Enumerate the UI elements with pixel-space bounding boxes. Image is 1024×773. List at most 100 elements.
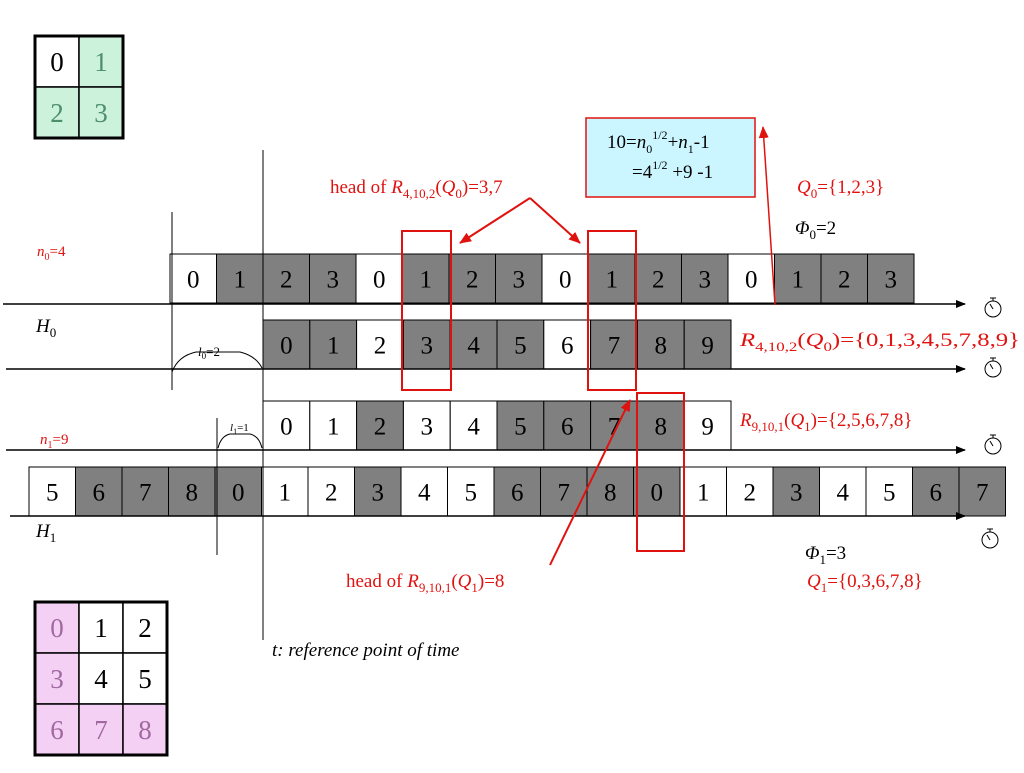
- seq-r4-cell: 4: [449, 319, 498, 370]
- grid-q1-cell-label: 7: [94, 715, 108, 745]
- seq-h1-cell: 7: [540, 466, 588, 517]
- seq-h1-cell: 7: [121, 466, 169, 517]
- formula-box: [585, 117, 756, 198]
- seq-h0-cell-box: [867, 253, 915, 304]
- seq-r4-cell-label: 8: [655, 332, 668, 359]
- grid-q0-frame: [33, 34, 125, 140]
- q0-set-label: Q0={1,2,3}: [797, 177, 884, 201]
- seq-r9-cell-label: 6: [561, 413, 574, 440]
- seq-h0-cell: 1: [216, 253, 264, 304]
- seq-h0-cell-box: [216, 253, 264, 304]
- grid-q0-cell: 0: [34, 35, 80, 88]
- seq-r4-cell-label: 2: [374, 332, 387, 359]
- grid-q0-cell-label: 3: [94, 98, 108, 128]
- seq-h1-cell-box: [540, 466, 588, 517]
- seq-h1-cell: 4: [400, 466, 448, 517]
- seq-r9-cell-label: 4: [467, 413, 480, 440]
- head-r9-arrow: [549, 399, 631, 566]
- grid-q1-cell: 1: [78, 601, 124, 654]
- grid-q1-cell-label: 1: [94, 613, 108, 643]
- seq-r4-cell-box: [402, 319, 451, 370]
- seq-h1-cell-label: 5: [883, 479, 896, 506]
- seq-h0-cell-label: 1: [234, 266, 247, 293]
- seq-h0-cell-box: [495, 253, 543, 304]
- seq-h0-cell-box: [355, 253, 403, 304]
- seq-h1-cell-label: 3: [372, 479, 385, 506]
- reference-time-label: t: reference point of time: [272, 640, 459, 661]
- seq-h1-cell: 2: [726, 466, 774, 517]
- grid-q1-cell: 0: [34, 601, 80, 654]
- seq-r9-cell: 5: [496, 400, 545, 451]
- seq-h0-cell-label: 0: [187, 266, 200, 293]
- seq-h1-cell-label: 0: [651, 479, 664, 506]
- seq-r9-cell-box: [309, 400, 358, 451]
- seq-r4-cell-label: 1: [327, 332, 340, 359]
- seq-h0-cell-box: [169, 253, 217, 304]
- head-r4-highlight-b: [587, 230, 637, 391]
- seq-h1-cell-label: 8: [604, 479, 617, 506]
- seq-h1-cell-box: [958, 466, 1006, 517]
- seq-h0-cell-box: [681, 253, 729, 304]
- r9-set-label: R9,10,1(Q1)={2,5,6,7,8}: [739, 410, 912, 434]
- seq-h1-cell: 6: [493, 466, 541, 517]
- head-r9-highlight: [636, 392, 685, 552]
- seq-r9-cell-box: [356, 400, 404, 451]
- seq-r4-cell-label: 6: [561, 332, 574, 359]
- grid-q1-frame: [33, 600, 169, 757]
- seq-h1-cell-label: 7: [976, 479, 989, 506]
- seq-h1-cell-box: [261, 466, 309, 517]
- grid-q0-cell-label: 1: [94, 47, 108, 77]
- seq-r4-cell-box: [449, 319, 498, 370]
- grid-q1-cell-label: 5: [138, 664, 152, 694]
- seq-h0-cell: 1: [402, 253, 450, 304]
- seq-h1-cell-box: [307, 466, 355, 517]
- seq-r9-cell: 1: [309, 400, 358, 451]
- head-r4-highlight-a: [401, 230, 452, 391]
- head-r4-label: head of R4,10,2(Q0)=3,7: [330, 177, 503, 201]
- grid-q1-cell-box: [34, 601, 80, 654]
- seq-h1-cell: 2: [307, 466, 355, 517]
- seq-r9-cell: 0: [262, 400, 311, 451]
- seq-r9-cell-label: 3: [421, 413, 434, 440]
- seq-h0-cell: 1: [774, 253, 822, 304]
- stopwatch-icon: [984, 357, 1002, 378]
- seq-h1-cell: 7: [958, 466, 1006, 517]
- seq-r4-cell-label: 0: [280, 332, 293, 359]
- stopwatch-icon: [984, 434, 1002, 455]
- seq-r9-cell: 7: [590, 400, 638, 451]
- grid-q1-cell-box: [78, 601, 124, 654]
- seq-h1-cell-label: 0: [232, 479, 245, 506]
- seq-h0-cell-label: 3: [513, 266, 526, 293]
- grid-q0-cell-box: [78, 35, 124, 88]
- seq-h0-cell: 3: [495, 253, 543, 304]
- seq-h1-cell: 0: [633, 466, 681, 517]
- seq-h1-cell-label: 6: [511, 479, 524, 506]
- seq-h1-cell-label: 5: [46, 479, 59, 506]
- seq-h1-cell-label: 3: [790, 479, 803, 506]
- seq-h0-cell-label: 0: [745, 266, 758, 293]
- h1-label: H1: [35, 521, 56, 545]
- phi0-label: Φ0=2: [795, 218, 836, 242]
- seq-r4-cell-box: [496, 319, 545, 370]
- seq-h1-cell-box: [633, 466, 681, 517]
- seq-h0-cell: 2: [448, 253, 496, 304]
- grid-q1-cell-box: [34, 652, 80, 705]
- seq-h1-cell-label: 1: [279, 479, 292, 506]
- seq-r9-cell-label: 8: [655, 413, 668, 440]
- seq-h1-cell-box: [447, 466, 495, 517]
- l0-label: l0=2: [198, 344, 220, 361]
- seq-h0-cell-label: 1: [606, 266, 619, 293]
- seq-r9-cell: 6: [543, 400, 592, 451]
- grid-q0-cell: 2: [34, 86, 80, 139]
- seq-r9-cell-label: 2: [374, 413, 387, 440]
- grid-q1-cell: 6: [34, 703, 80, 756]
- seq-h1-cell: 1: [679, 466, 727, 517]
- seq-h0-cell: 3: [309, 253, 357, 304]
- seq-h1-cell: 1: [261, 466, 309, 517]
- formula-line-2: =41/2 +9 -1: [632, 158, 713, 183]
- seq-h1-cell-label: 6: [930, 479, 943, 506]
- seq-h1-cell-label: 5: [465, 479, 478, 506]
- seq-r4-cell-label: 9: [701, 332, 714, 359]
- seq-h1-cell-box: [168, 466, 216, 517]
